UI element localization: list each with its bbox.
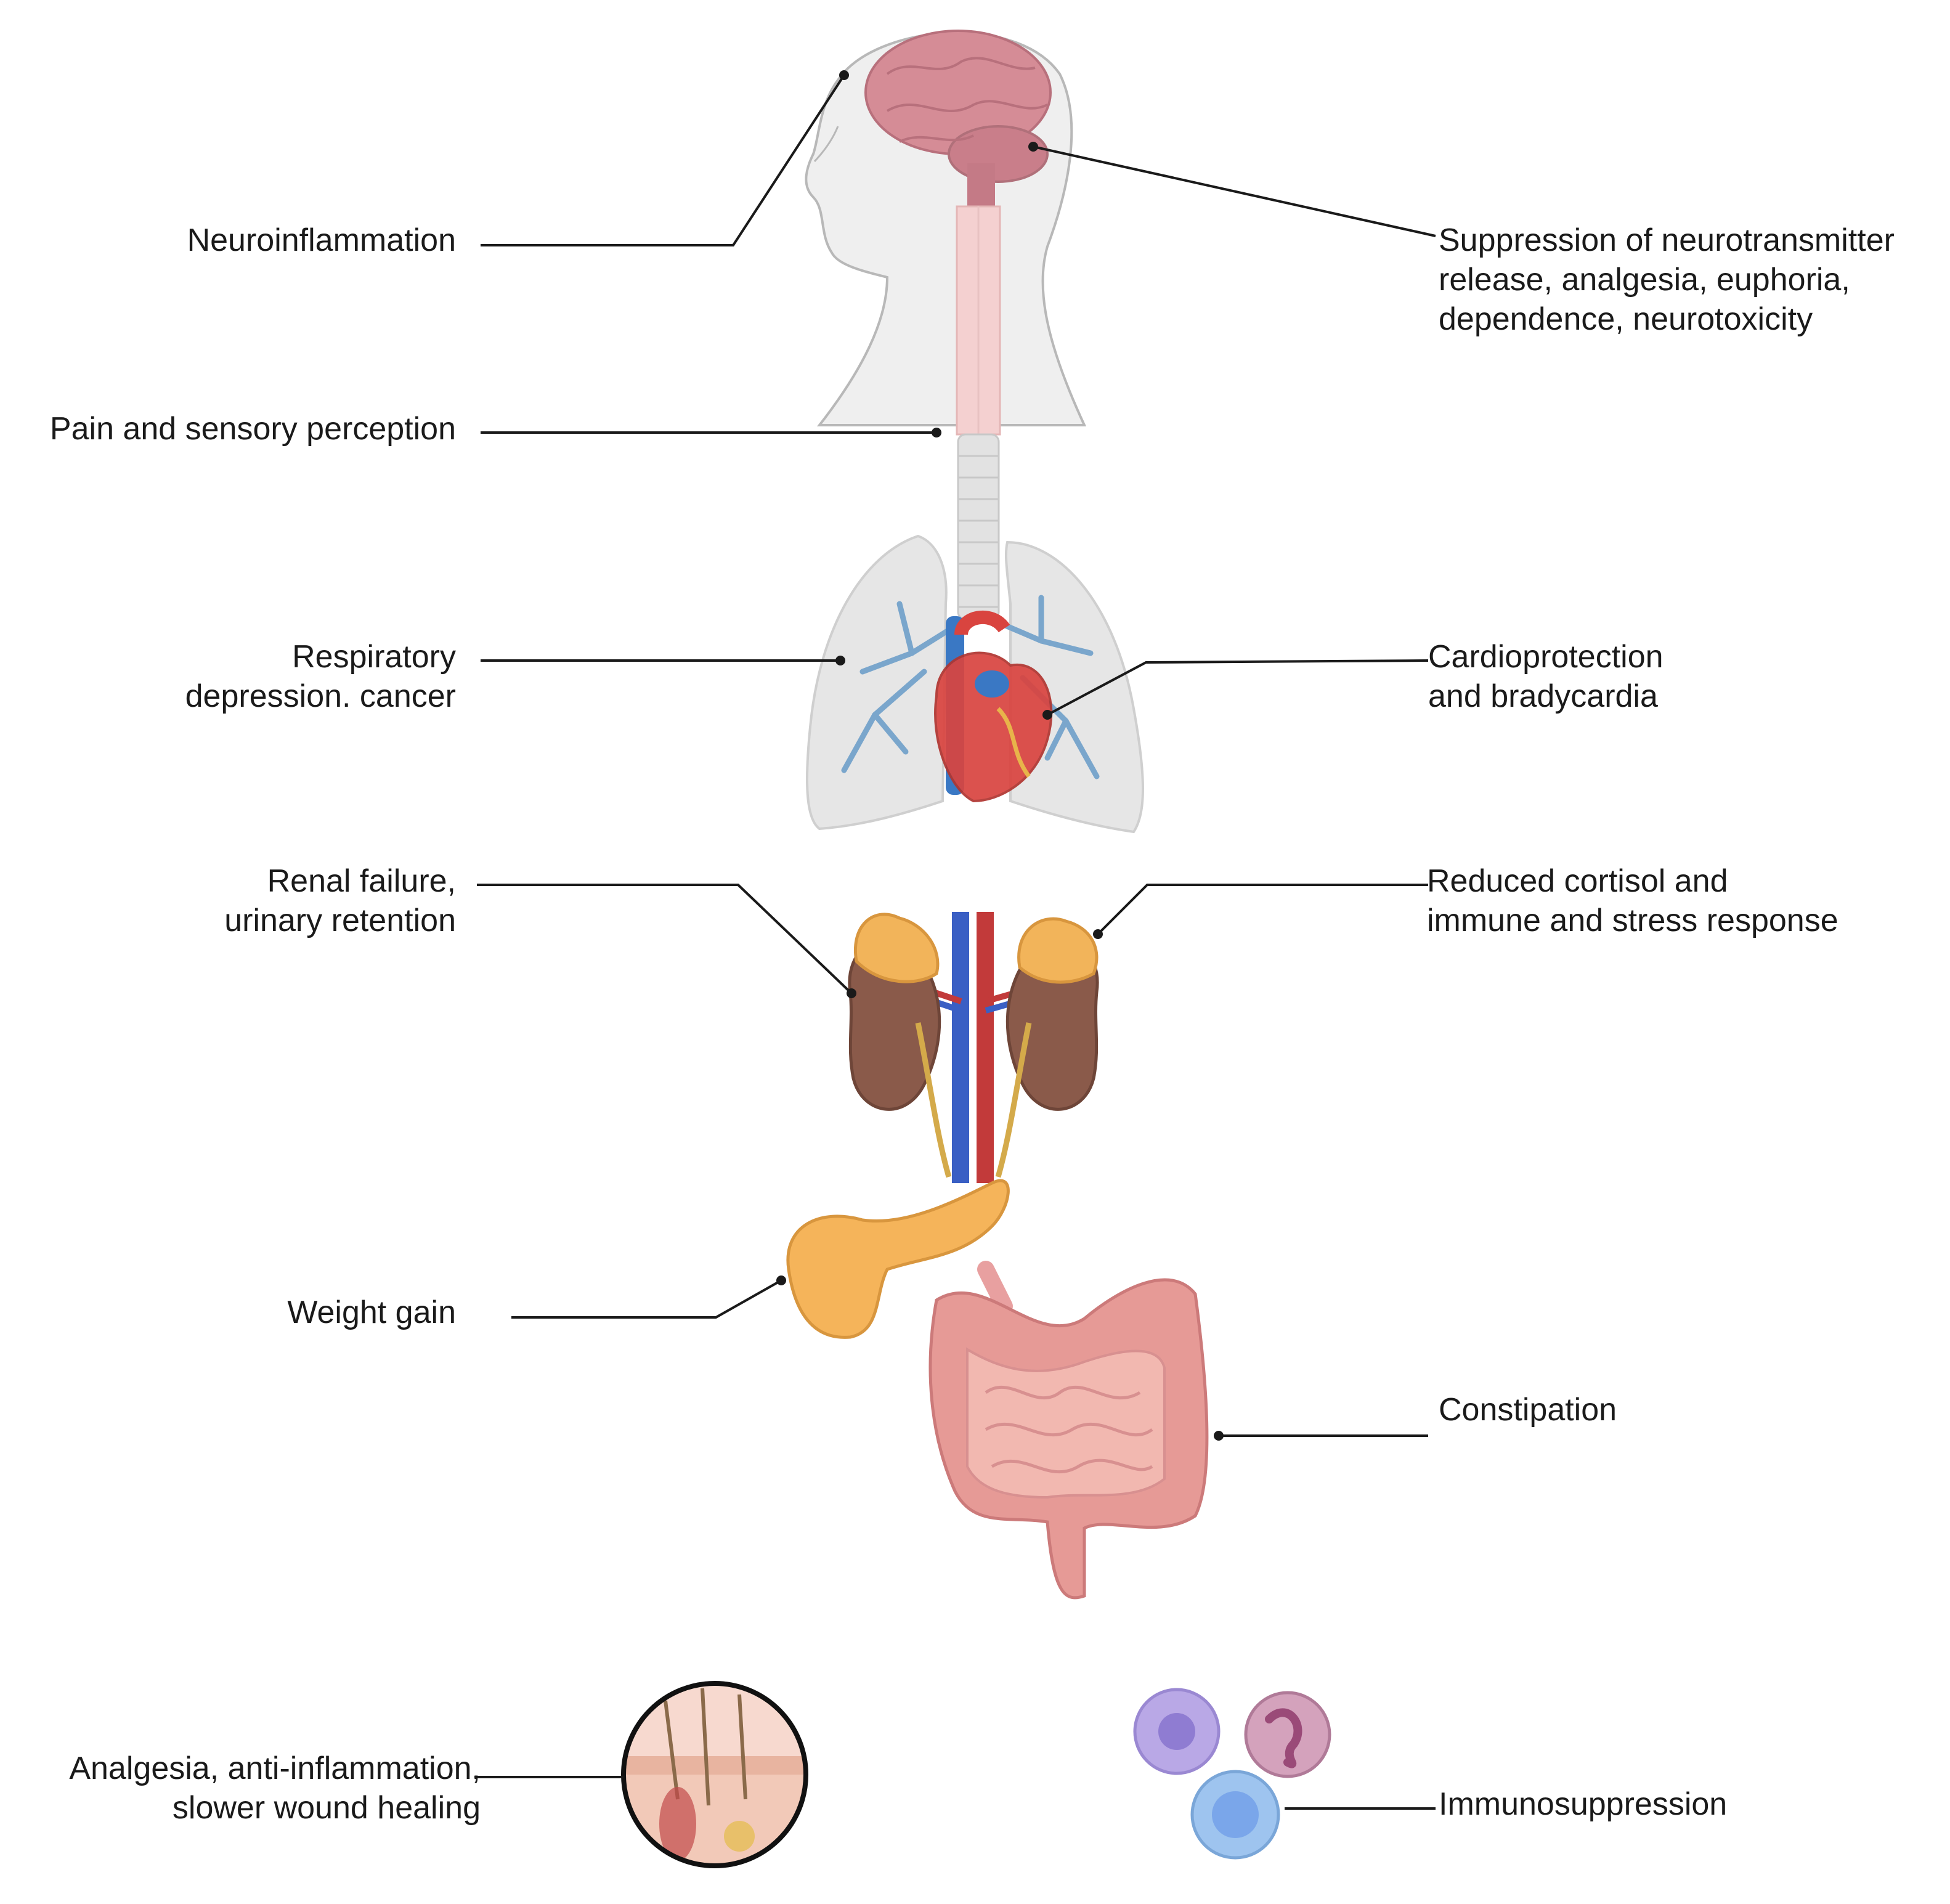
- skin-section-icon: [621, 1681, 808, 1868]
- leader-line-weight: [511, 1279, 782, 1319]
- label-respiratory: Respiratory depression. cancer: [185, 639, 456, 714]
- leader-dots: [776, 70, 1224, 1441]
- label-constipation: Constipation: [1439, 1392, 1617, 1428]
- label-immuno: Immunosuppression: [1439, 1786, 1728, 1822]
- label-neuroinflammation: Neuroinflammation: [187, 222, 456, 258]
- pancreas-icon: [786, 1179, 1010, 1339]
- label-skin: Analgesia, anti-inflammation, slower wou…: [69, 1751, 481, 1826]
- intestines-icon: [928, 1261, 1209, 1600]
- leader-line-suppression: [1033, 145, 1436, 237]
- heart-icon: [934, 611, 1053, 803]
- label-renal: Renal failure, urinary retention: [224, 863, 456, 938]
- leader-line-cortisol: [1097, 884, 1428, 935]
- label-cortisol: Reduced cortisol and immune and stress r…: [1427, 863, 1838, 938]
- label-weight: Weight gain: [287, 1295, 456, 1330]
- head-brain-icon: [805, 30, 1087, 426]
- label-cardio: Cardioprotection and bradycardia: [1428, 639, 1664, 714]
- adrenal-gland-icon: [854, 913, 1099, 984]
- label-pain: Pain and sensory perception: [49, 411, 456, 447]
- spinal-cord-icon: [956, 205, 1001, 436]
- leader-line-renal: [477, 884, 853, 995]
- leader-lines: [474, 74, 1436, 1810]
- trachea-icon: [957, 433, 1000, 620]
- immune-cells-icon: [1133, 1688, 1331, 1860]
- leader-line-neuroinflammation: [481, 74, 845, 246]
- leader-line-cardio: [1047, 659, 1429, 716]
- label-suppression: Suppression of neurotransmitter release,…: [1439, 222, 1895, 337]
